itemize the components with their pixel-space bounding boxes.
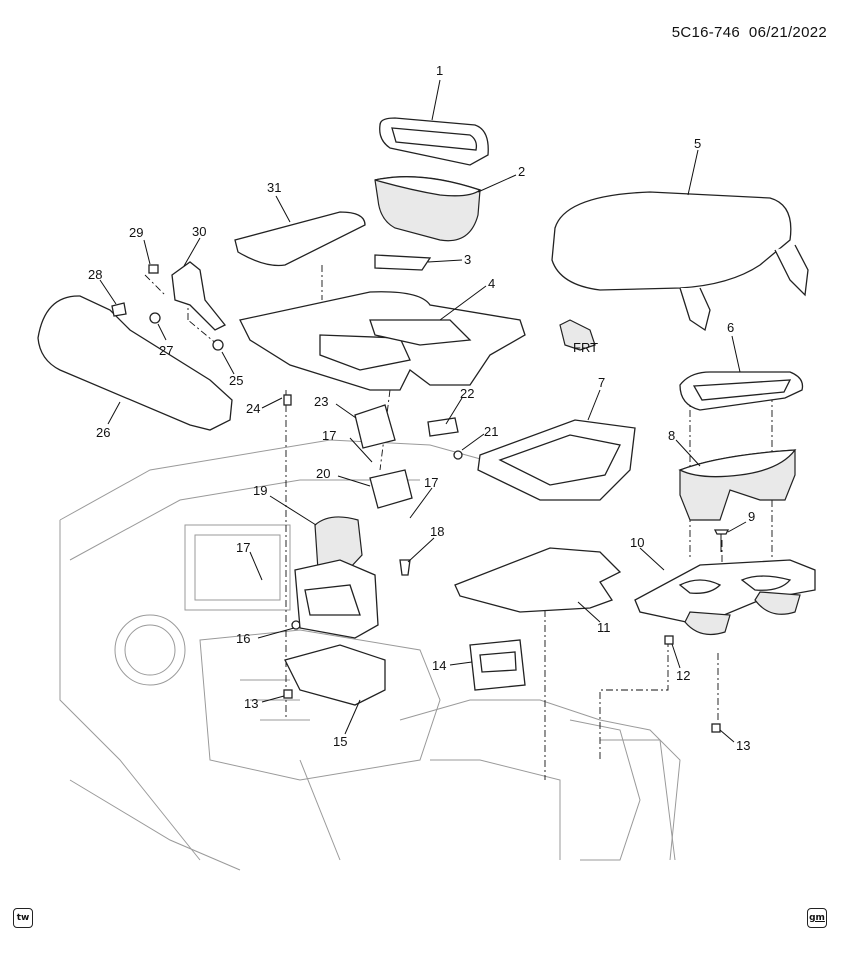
part-26-side-panel xyxy=(37,295,233,431)
callout-5: 5 xyxy=(694,136,701,151)
callout-9: 9 xyxy=(748,509,755,524)
part-22-connector xyxy=(427,417,459,437)
diagram-date: 06/21/2022 xyxy=(748,24,827,41)
callout-23: 23 xyxy=(314,394,328,409)
callout-25: 25 xyxy=(229,373,243,388)
callout-7: 7 xyxy=(598,375,605,390)
callout-19: 19 xyxy=(253,483,267,498)
part-28-clip xyxy=(111,302,127,317)
part-11-mat xyxy=(454,547,622,613)
callout-20: 20 xyxy=(316,466,330,481)
callout-31: 31 xyxy=(267,180,281,195)
part-10-cupholder-trim xyxy=(634,559,816,635)
callout-4: 4 xyxy=(488,276,495,291)
callout-17-c: 17 xyxy=(236,540,250,555)
vehicle-interior-background xyxy=(59,439,681,871)
front-arrow-label: FRT xyxy=(573,340,598,355)
part-5-armrest-lid xyxy=(551,191,809,332)
part-4-console-trim xyxy=(239,291,526,391)
part-20-switch-module xyxy=(369,469,413,509)
part-18-bolt xyxy=(399,559,411,576)
callout-11: 11 xyxy=(597,620,611,635)
callout-29: 29 xyxy=(129,225,143,240)
callout-24: 24 xyxy=(246,401,260,416)
callout-26: 26 xyxy=(96,425,110,440)
part-7-storage-tray xyxy=(477,419,636,501)
part-12-clip xyxy=(664,635,674,645)
tw-logo-badge: tw xyxy=(13,908,33,928)
part-21-screw xyxy=(453,450,463,460)
callout-22: 22 xyxy=(460,386,474,401)
part-27-push-pin xyxy=(149,312,161,324)
callout-12: 12 xyxy=(676,668,690,683)
part-9-screw xyxy=(713,529,730,552)
part-15-bracket xyxy=(284,644,386,706)
callout-10: 10 xyxy=(630,535,644,550)
document-id: 5C16-746 06/21/2022 xyxy=(672,24,827,41)
leader-lines xyxy=(99,79,747,743)
callout-3: 3 xyxy=(464,252,471,267)
callout-16: 16 xyxy=(236,631,250,646)
part-24-clip xyxy=(283,394,292,406)
part-13-clip-right xyxy=(711,723,721,733)
part-19-shifter xyxy=(294,516,379,639)
gm-logo-badge: gm xyxy=(807,908,827,928)
part-14-bracket xyxy=(469,639,526,691)
callout-21: 21 xyxy=(484,424,498,439)
part-30-bracket xyxy=(171,261,227,331)
callout-15: 15 xyxy=(333,734,347,749)
front-direction-arrow: FRT xyxy=(559,319,598,355)
callout-17-a: 17 xyxy=(322,428,336,443)
callout-18: 18 xyxy=(430,524,444,539)
callout-2: 2 xyxy=(518,164,525,179)
callout-30: 30 xyxy=(192,224,206,239)
callout-labels: 1 2 3 4 5 6 7 8 9 10 11 12 13 13 14 15 1… xyxy=(88,63,755,753)
part-31-lid-panel xyxy=(234,211,366,267)
part-1-bezel xyxy=(379,117,489,166)
part-2-cupholder-insert xyxy=(374,176,482,242)
part-8-cupholder-insert xyxy=(678,449,797,521)
callout-8: 8 xyxy=(668,428,675,443)
callout-28: 28 xyxy=(88,267,102,282)
callout-1: 1 xyxy=(436,63,443,78)
part-6-bezel xyxy=(679,371,804,411)
diagram-number: 5C16-746 xyxy=(671,24,740,41)
callout-6: 6 xyxy=(727,320,734,335)
callout-17-b: 17 xyxy=(424,475,438,490)
callout-14: 14 xyxy=(432,658,446,673)
part-3-pad xyxy=(374,254,432,271)
callout-27: 27 xyxy=(159,343,173,358)
part-23-module xyxy=(354,404,396,449)
part-29-nut xyxy=(148,264,159,274)
part-25-fastener xyxy=(212,339,224,351)
callout-13-right: 13 xyxy=(736,738,750,753)
part-13-clip-left xyxy=(283,689,293,699)
callout-13-left: 13 xyxy=(244,696,258,711)
